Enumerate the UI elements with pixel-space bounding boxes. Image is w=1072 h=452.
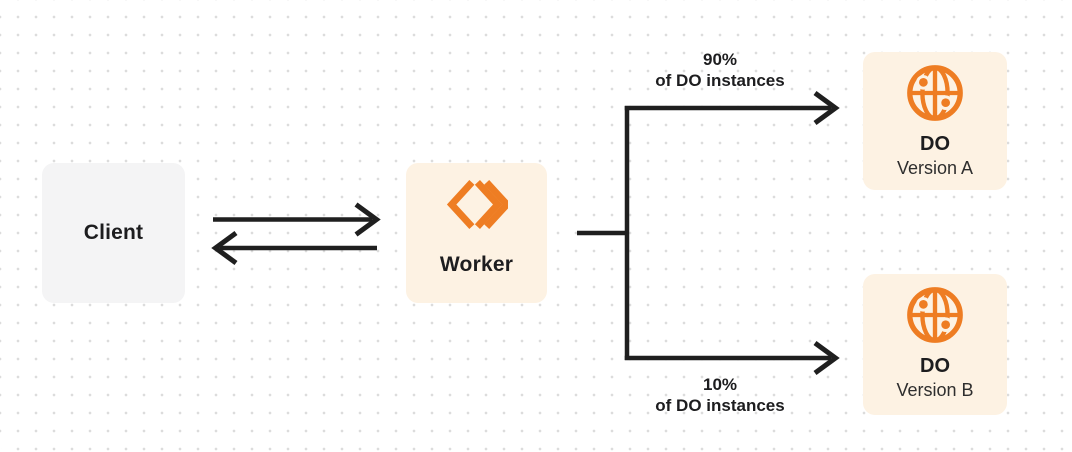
- worker-double-chevron-icon: [446, 180, 508, 229]
- client-node: Client: [42, 163, 185, 303]
- arrow-client-to-worker: [213, 202, 381, 237]
- arrow-to-do-version-b: [624, 340, 840, 376]
- globe-icon: [907, 65, 963, 121]
- branch-percent: 90%: [702, 50, 738, 69]
- do-a-subtitle: Version A: [896, 158, 974, 178]
- branch-label-90-percent: 90% of DO instances: [610, 49, 830, 91]
- branch-caption: of DO instances: [655, 71, 785, 90]
- do-version-b-node: DO Version B: [863, 274, 1007, 415]
- branch-percent: 10%: [702, 375, 738, 394]
- do-version-a-node: DO Version A: [863, 52, 1007, 190]
- do-b-title: DO: [920, 355, 950, 377]
- branch-caption: of DO instances: [655, 396, 785, 415]
- arrow-worker-to-client: [211, 230, 377, 266]
- branch-label-10-percent: 10% of DO instances: [610, 374, 830, 416]
- client-label: Client: [83, 221, 144, 244]
- do-b-subtitle: Version B: [896, 380, 974, 400]
- do-a-title: DO: [920, 133, 950, 155]
- globe-icon: [907, 287, 963, 343]
- worker-node: Worker: [406, 163, 547, 303]
- worker-label: Worker: [439, 253, 514, 276]
- branch-split-line: [577, 106, 630, 360]
- arrow-to-do-version-a: [624, 90, 840, 126]
